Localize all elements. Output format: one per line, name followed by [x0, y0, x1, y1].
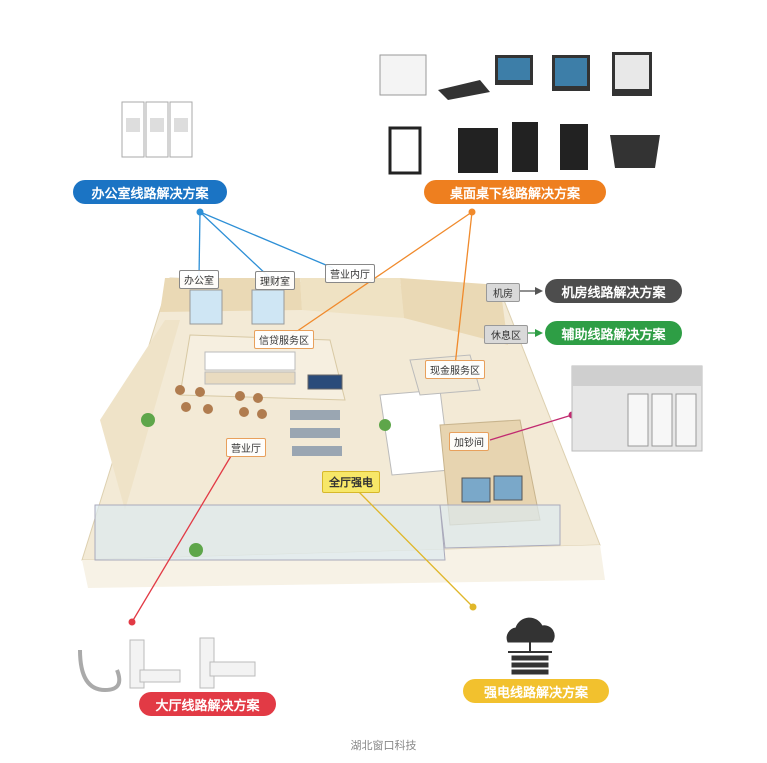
desktop-equipment-image [379, 52, 660, 175]
connector-dots [128, 208, 576, 626]
office-solution-label[interactable]: 办公室线路解决方案 [73, 180, 227, 204]
room-office-tag: 办公室 [179, 270, 219, 289]
room-finance-tag: 理财室 [255, 271, 295, 290]
auxiliary-solution-label[interactable]: 辅助线路解决方案 [545, 321, 682, 345]
room-inner-hall-tag: 营业内厅 [325, 264, 375, 283]
machine-room-photo [571, 365, 703, 452]
connector-lines [131, 211, 573, 623]
zone-cash-tag: 现金服务区 [425, 360, 485, 379]
lobby-solution-label[interactable]: 大厅线路解决方案 [139, 692, 276, 716]
zone-credit-tag: 信贷服务区 [254, 330, 314, 349]
machine-room-solution-label[interactable]: 机房线路解决方案 [545, 279, 682, 303]
lobby-floor-box-image [78, 637, 256, 693]
desktop-solution-label[interactable]: 桌面桌下线路解决方案 [424, 180, 606, 204]
room-cash-add-tag: 加钞间 [449, 432, 489, 451]
cloud-network-icon [506, 617, 555, 675]
power-solution-label[interactable]: 强电线路解决方案 [463, 679, 609, 703]
zone-business-hall-tag: 营业厅 [226, 438, 266, 457]
office-outlet-module-image [121, 101, 193, 158]
room-rest-area-tag: 休息区 [484, 325, 528, 344]
room-machine-tag: 机房 [486, 283, 520, 302]
zone-hall-power-tag: 全厅强电 [322, 471, 380, 493]
footer-credit: 湖北窗口科技 [350, 739, 417, 752]
